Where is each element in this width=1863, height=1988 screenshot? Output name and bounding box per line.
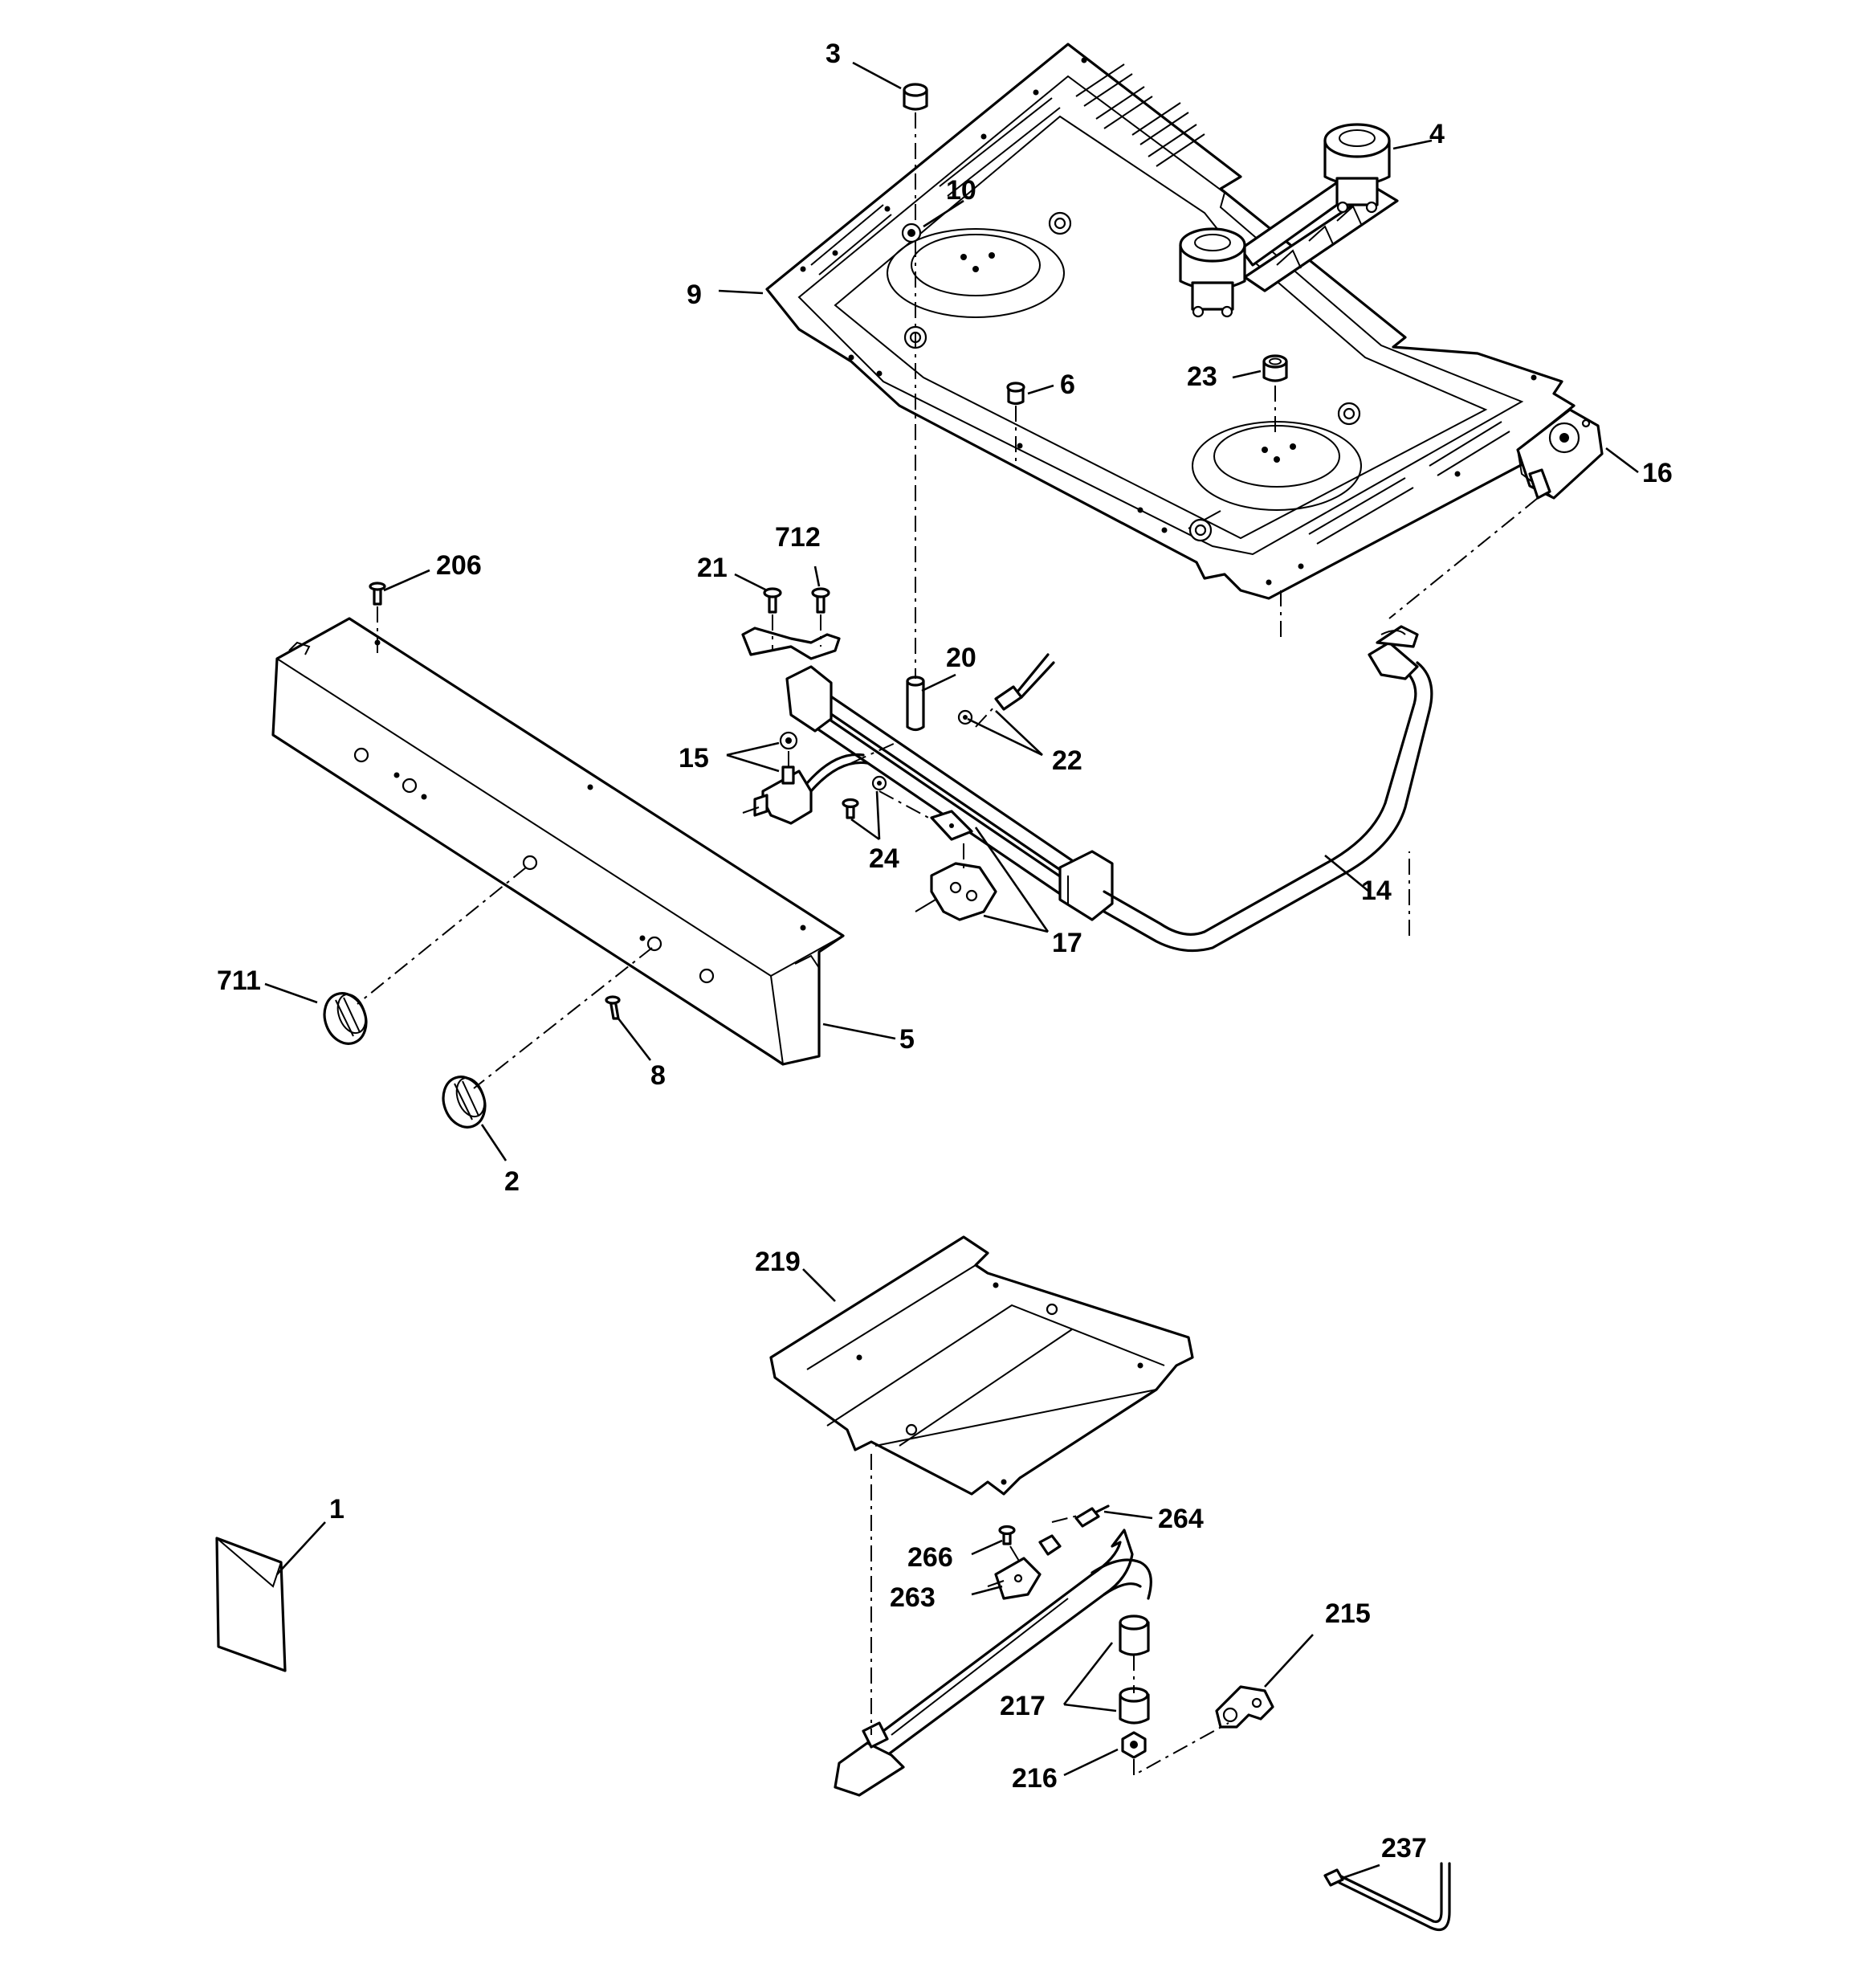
orifice-part-23[interactable] bbox=[1262, 354, 1288, 382]
nut-part-216[interactable] bbox=[1121, 1731, 1147, 1759]
callout-16: 16 bbox=[1642, 458, 1673, 488]
screw-part-8[interactable] bbox=[605, 995, 621, 1020]
callout-216: 216 bbox=[1012, 1763, 1058, 1794]
callout-219: 219 bbox=[755, 1247, 801, 1277]
gas-tube-part-14[interactable] bbox=[1103, 625, 1433, 953]
knob-part-711[interactable] bbox=[318, 987, 373, 1049]
callout-24: 24 bbox=[869, 843, 899, 874]
callout-237: 237 bbox=[1381, 1833, 1427, 1863]
callout-215: 215 bbox=[1325, 1598, 1371, 1629]
callout-15: 15 bbox=[679, 743, 709, 774]
callout-labels: 3 4 10 9 6 23 16 206 21 712 20 15 22 24 … bbox=[217, 39, 1673, 1863]
callout-712: 712 bbox=[775, 522, 821, 553]
callout-14: 14 bbox=[1361, 876, 1392, 906]
callout-266: 266 bbox=[907, 1542, 953, 1573]
bracket-part-215[interactable] bbox=[1215, 1685, 1274, 1729]
callout-6: 6 bbox=[1060, 369, 1075, 400]
screw-part-24[interactable] bbox=[842, 775, 887, 819]
callout-5: 5 bbox=[899, 1024, 915, 1055]
spark-wire-part-22[interactable] bbox=[957, 653, 1055, 725]
screw-part-21[interactable] bbox=[763, 587, 782, 614]
callout-217: 217 bbox=[1000, 1691, 1046, 1721]
callout-10: 10 bbox=[946, 175, 976, 206]
igniter-part-17[interactable] bbox=[915, 810, 997, 921]
screw-part-6[interactable] bbox=[1006, 382, 1025, 406]
callout-17: 17 bbox=[1052, 928, 1082, 958]
alignment-lines bbox=[357, 112, 1539, 1777]
screw-part-266[interactable] bbox=[998, 1525, 1016, 1545]
literature-envelope-part-1[interactable] bbox=[215, 1537, 287, 1672]
leader-lines bbox=[264, 61, 1639, 1880]
knob-part-2[interactable] bbox=[437, 1071, 492, 1133]
valve-part-15[interactable] bbox=[742, 731, 869, 825]
broiler-burner-tube[interactable] bbox=[834, 1529, 1152, 1797]
callout-8: 8 bbox=[650, 1060, 666, 1091]
callout-22: 22 bbox=[1052, 745, 1082, 776]
fastener-part-3[interactable] bbox=[903, 83, 928, 111]
callout-4: 4 bbox=[1429, 119, 1445, 149]
screw-part-206[interactable] bbox=[369, 582, 386, 606]
burner-assembly-part-4[interactable] bbox=[1179, 123, 1399, 318]
callout-9: 9 bbox=[687, 280, 702, 310]
screw-part-712[interactable] bbox=[811, 587, 830, 614]
callout-3: 3 bbox=[826, 39, 841, 69]
callout-23: 23 bbox=[1187, 361, 1217, 392]
callout-2: 2 bbox=[504, 1166, 520, 1197]
callout-206: 206 bbox=[436, 550, 482, 581]
connector-part-264[interactable] bbox=[1074, 1504, 1110, 1528]
thermocouple-part-237[interactable] bbox=[1323, 1862, 1451, 1932]
igniter-part-263[interactable] bbox=[987, 1534, 1062, 1600]
callout-263: 263 bbox=[890, 1582, 936, 1613]
orifice-holder-part-217[interactable] bbox=[1119, 1614, 1150, 1725]
callout-264: 264 bbox=[1158, 1504, 1204, 1534]
bracket-part-16[interactable] bbox=[1516, 408, 1604, 500]
manifold-rail[interactable] bbox=[741, 627, 1114, 921]
control-panel-part-5[interactable] bbox=[271, 617, 845, 1066]
callout-21: 21 bbox=[697, 553, 728, 583]
burner-box-part-9[interactable] bbox=[765, 43, 1576, 600]
grommet-part-10[interactable] bbox=[901, 222, 922, 243]
callout-711: 711 bbox=[217, 965, 261, 996]
callout-20: 20 bbox=[946, 643, 976, 673]
callout-1: 1 bbox=[329, 1494, 344, 1525]
broiler-panel-part-219[interactable] bbox=[769, 1235, 1194, 1496]
